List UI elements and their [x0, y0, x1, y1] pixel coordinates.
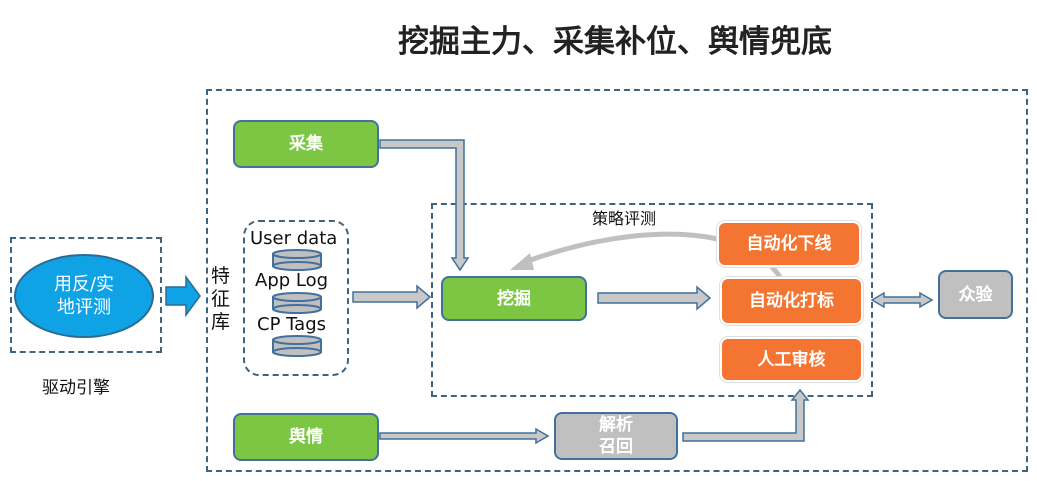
feedback-arrowhead [510, 253, 534, 270]
driver-dashed-frame [10, 237, 162, 353]
database-icons [272, 249, 322, 357]
database-icon [272, 292, 322, 314]
collect-box: 采集 [233, 120, 379, 168]
feedback-curve-arrow [524, 231, 793, 301]
database-icon [272, 249, 322, 271]
mining-to-label-arrow [597, 285, 712, 311]
strategy-label: 策略评测 [592, 209, 657, 228]
sentiment-box: 舆情 [233, 413, 379, 461]
outer-dashed-frame [206, 89, 1028, 472]
feature-store-label: 特征库 [211, 265, 231, 333]
auto-offline-box: 自动化下线 [717, 221, 861, 267]
manual-review-box: 人工审核 [720, 337, 863, 382]
database-icon [272, 335, 322, 357]
label-crowd-arrow [870, 291, 934, 309]
driver-label: 驱动引擎 [42, 378, 110, 398]
sentiment-to-parse-arrow [379, 427, 550, 445]
parse-recall-box: 解析 召回 [554, 412, 678, 460]
feature-store-frame [243, 220, 349, 376]
driver-arrow [165, 274, 201, 318]
collect-to-mining-arrow [379, 139, 470, 272]
diagram-title: 挖掘主力、采集补位、舆情兜底 [398, 24, 832, 60]
driver-ellipse: 用反/实 地评测 [14, 254, 154, 338]
feature-app-log: App Log [255, 270, 329, 291]
crowd-verify-box: 众验 [938, 270, 1013, 319]
auto-label-box: 自动化打标 [720, 277, 863, 325]
feature-cp-tags: CP Tags [257, 314, 326, 335]
feature-user-data: User data [250, 228, 338, 249]
feature-to-mining-arrow [352, 284, 432, 310]
parse-to-review-arrow [682, 388, 810, 442]
mining-box: 挖掘 [441, 276, 587, 321]
